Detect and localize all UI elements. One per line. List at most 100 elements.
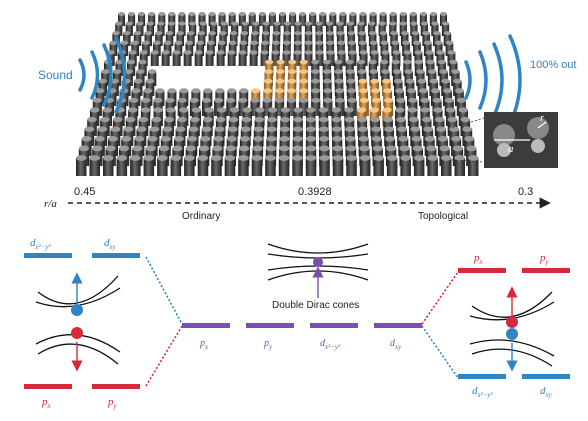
cylinder — [380, 62, 389, 76]
cylinder-top — [172, 50, 181, 55]
cylinder — [294, 33, 302, 46]
cylinder — [357, 23, 365, 36]
cylinder-top — [382, 107, 392, 113]
cylinder-top — [278, 155, 290, 161]
cylinder — [148, 14, 156, 26]
cylinder — [347, 23, 355, 36]
cylinder-top — [378, 21, 386, 26]
cylinder-top — [87, 116, 97, 123]
cylinder-top — [150, 50, 159, 55]
cylinder — [239, 42, 248, 56]
cylinder — [322, 62, 331, 76]
cylinder-top — [239, 88, 249, 94]
cylinder-top — [422, 31, 430, 36]
cylinder — [261, 42, 269, 56]
cylinder-top — [123, 31, 131, 36]
cylinder — [389, 23, 397, 36]
cylinder — [411, 33, 420, 46]
cylinder-top — [120, 40, 129, 45]
cylinder-top — [383, 116, 393, 123]
cylinder — [378, 23, 386, 36]
cylinder — [115, 62, 124, 76]
cylinder — [434, 42, 443, 56]
cylinder-top — [386, 145, 397, 152]
cylinder — [133, 33, 142, 46]
cylinder-top — [369, 107, 379, 113]
cylinder-top — [215, 116, 226, 123]
energy-level-d-x2y2 — [24, 253, 72, 258]
cylinder-top — [162, 126, 173, 132]
cylinder — [251, 33, 259, 46]
cylinder-top — [133, 78, 143, 84]
connector-dotted — [421, 325, 459, 379]
cylinder — [337, 42, 345, 56]
cylinder-top — [194, 50, 203, 55]
cylinder-top — [203, 116, 213, 123]
cylinder-top — [311, 88, 320, 94]
cylinder-top — [151, 116, 162, 123]
cylinder-top — [214, 97, 224, 103]
cylinder-top — [279, 145, 290, 152]
cylinder — [369, 14, 377, 26]
cylinder-top — [123, 126, 134, 132]
cylinder-top — [347, 31, 355, 36]
connector-dotted — [145, 325, 183, 387]
cylinder — [198, 14, 206, 26]
cylinder-top — [158, 12, 166, 16]
cylinder-top — [372, 145, 383, 152]
cylinder-top — [424, 136, 435, 142]
cylinder-top — [292, 136, 303, 142]
cylinder-top — [228, 116, 239, 123]
cylinder — [359, 52, 368, 66]
cylinder-top — [391, 59, 400, 65]
cylinder — [252, 23, 260, 36]
cylinder-top — [147, 69, 157, 74]
cylinder — [168, 14, 176, 26]
cylinder — [251, 158, 263, 176]
cylinder-top — [358, 78, 368, 84]
cylinder-top — [239, 145, 250, 152]
level-label: py — [263, 338, 273, 351]
cylinder — [358, 42, 367, 56]
cylinder — [103, 158, 114, 176]
cylinder-top — [179, 88, 189, 94]
cylinder-top — [241, 21, 249, 26]
level-label: dxy — [104, 237, 117, 251]
cylinder-top — [419, 12, 427, 16]
cylinder-top — [357, 21, 365, 26]
cylinder — [304, 33, 313, 46]
cylinder-top — [287, 78, 297, 84]
cylinder — [230, 33, 238, 46]
cylinder-top — [396, 97, 406, 103]
cylinder — [184, 158, 195, 176]
band-node-red — [506, 316, 518, 328]
cylinder-top — [357, 59, 366, 65]
energy-level-d-x2y2 — [310, 323, 358, 328]
cylinder — [335, 100, 345, 116]
cylinder-top — [437, 59, 446, 65]
cylinder — [167, 23, 176, 36]
tick-label: 0.45 — [74, 186, 95, 198]
cylinder-top — [400, 155, 412, 161]
cylinder-top — [128, 12, 136, 16]
cylinder-top — [127, 59, 136, 65]
cylinder — [404, 71, 413, 86]
cylinder — [441, 23, 450, 36]
cylinder-top — [250, 97, 260, 103]
cylinder-top — [426, 59, 435, 65]
cylinder-top — [144, 31, 152, 36]
cylinder-top — [280, 107, 291, 113]
cylinder-top — [326, 21, 334, 26]
cylinder-top — [358, 126, 368, 132]
cylinder-top — [185, 145, 196, 152]
cylinder-top — [283, 21, 291, 26]
cylinder — [311, 62, 320, 76]
cylinder-top — [167, 88, 177, 94]
cylinder-top — [407, 88, 416, 94]
cylinder — [454, 158, 465, 176]
cylinder — [443, 33, 452, 46]
cylinder-top — [410, 126, 421, 132]
cylinder — [451, 71, 460, 86]
cylinder-top — [399, 12, 407, 16]
cylinder-top — [131, 88, 141, 94]
